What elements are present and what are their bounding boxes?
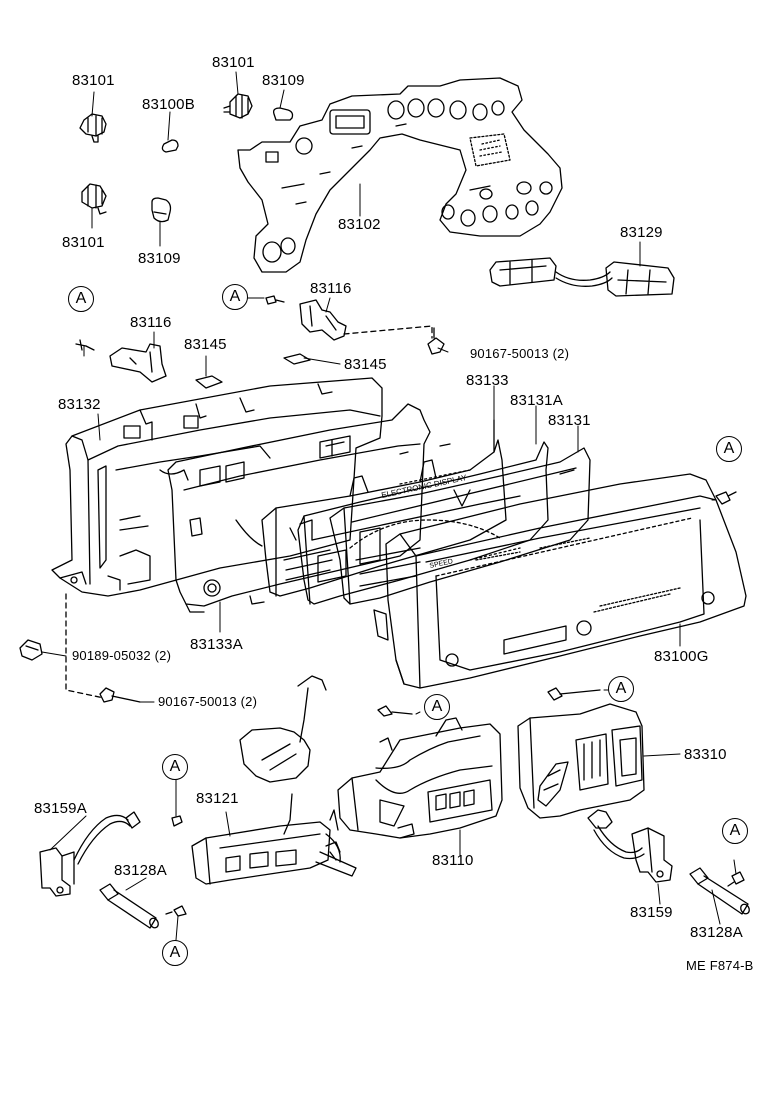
circuit-plate-83102 [238, 78, 562, 272]
label-90189: 90189-05032 (2) [72, 648, 172, 663]
bulb-83109-a [274, 108, 293, 120]
screw-90167-top [428, 328, 444, 354]
housing-83132 [52, 378, 382, 596]
screw-a1 [76, 340, 94, 350]
connector-83129 [490, 258, 674, 296]
label-83131a: 83131A [510, 392, 563, 409]
label-83101-b: 83101 [212, 54, 255, 71]
cluster-text-speed: SPEED [429, 558, 454, 570]
label-83116-a: 83116 [130, 314, 172, 331]
sensor-83159 [588, 810, 672, 882]
screw-right-a [716, 492, 736, 504]
label-83131: 83131 [548, 412, 591, 429]
screw-lower-left-b [166, 906, 186, 916]
gauge-assembly-83121 [192, 676, 356, 884]
ref-mark-a-3: A [716, 436, 742, 462]
label-83128a-b: 83128A [690, 924, 743, 941]
bulb-83109-b [152, 198, 171, 222]
label-83145-b: 83145 [344, 356, 387, 373]
ref-mark-a-4: A [608, 676, 634, 702]
module-83310 [518, 704, 644, 818]
label-83109-a: 83109 [262, 72, 305, 89]
screw-lower-left-a [172, 816, 182, 826]
label-83109-b: 83109 [138, 250, 181, 267]
screw-right-lower [728, 872, 744, 886]
screw-83110 [378, 706, 412, 716]
clip-90189 [20, 640, 42, 660]
ref-mark-a-7: A [722, 818, 748, 844]
label-83145-a: 83145 [184, 336, 227, 353]
label-83133a: 83133A [190, 636, 243, 653]
label-83128a-a: 83128A [114, 862, 167, 879]
lens-cover-83100g: SPEED [374, 474, 746, 688]
label-83101-a: 83101 [72, 72, 115, 89]
leader-lines [42, 72, 736, 940]
label-83101-c: 83101 [62, 234, 105, 251]
panel-83131 [330, 448, 590, 604]
screw-83310 [548, 688, 600, 700]
pad-83145-b [284, 354, 310, 364]
label-83110: 83110 [432, 852, 474, 869]
sensor-rod-83128a-left [100, 884, 160, 929]
ref-mark-a-1: A [68, 286, 94, 312]
diagram-code: ME F874-B [686, 958, 754, 973]
label-83159: 83159 [630, 904, 673, 921]
ref-mark-a-6: A [162, 754, 188, 780]
leader-dash-1 [344, 326, 432, 338]
label-83132: 83132 [58, 396, 101, 413]
label-83129: 83129 [620, 224, 663, 241]
label-90167-b: 90167-50013 (2) [158, 694, 258, 709]
ref-mark-a-5: A [424, 694, 450, 720]
label-83159a: 83159A [34, 800, 87, 817]
bulb-83100b [162, 140, 178, 152]
panel-83133a [168, 404, 430, 612]
bulb-socket-83101-b [224, 94, 252, 118]
screw-a2 [266, 296, 284, 304]
pad-83145-a [196, 376, 222, 388]
label-83133: 83133 [466, 372, 509, 389]
bracket-83116-a [110, 344, 166, 382]
bulb-socket-83101-c [82, 184, 106, 214]
sensor-83159a [40, 812, 140, 896]
label-83102: 83102 [338, 216, 381, 233]
label-83100g: 83100G [654, 648, 709, 665]
label-90167-a: 90167-50013 (2) [470, 346, 570, 361]
label-83310: 83310 [684, 746, 727, 763]
sensor-rod-83128a-right [690, 868, 751, 915]
label-83121: 83121 [196, 790, 239, 807]
bulb-socket-83101-a [80, 114, 106, 142]
screw-90167-lower [100, 688, 140, 702]
ref-mark-a-2: A [222, 284, 248, 310]
label-83116-b: 83116 [310, 280, 352, 297]
ref-mark-a-8: A [162, 940, 188, 966]
label-83100b: 83100B [142, 96, 195, 113]
bracket-83116-b [300, 300, 346, 340]
meter-unit-83110 [326, 718, 502, 860]
leader-dash-2 [66, 594, 104, 698]
